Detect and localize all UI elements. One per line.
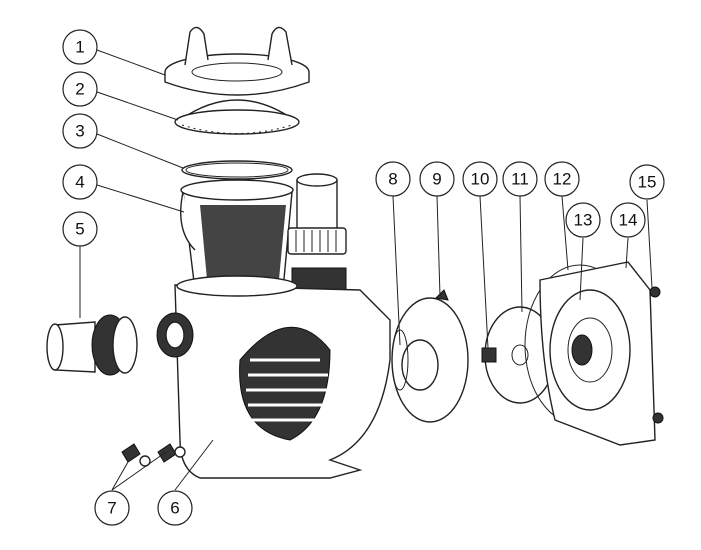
callout-label: 1 bbox=[75, 38, 84, 57]
callout-label: 14 bbox=[619, 211, 638, 230]
part-clear-dome bbox=[174, 99, 300, 135]
callout-12: 12 bbox=[544, 161, 580, 197]
leader-lines bbox=[79, 49, 653, 491]
callout-2: 2 bbox=[62, 71, 98, 107]
part-inlet-union bbox=[46, 314, 138, 376]
callout-label: 11 bbox=[511, 170, 529, 189]
part-o-ring bbox=[181, 160, 293, 180]
part-diffuser bbox=[391, 289, 469, 423]
part-lid bbox=[164, 26, 310, 96]
callout-label: 4 bbox=[75, 173, 84, 192]
part-outlet-union bbox=[287, 173, 347, 297]
callout-1: 1 bbox=[62, 29, 98, 65]
callout-label: 12 bbox=[553, 170, 572, 189]
callout-4: 4 bbox=[62, 164, 98, 200]
callout-14: 14 bbox=[610, 202, 646, 238]
part-pump-body bbox=[156, 275, 391, 479]
callout-8: 8 bbox=[375, 161, 411, 197]
callout-9: 9 bbox=[419, 161, 455, 197]
callout-6: 6 bbox=[157, 490, 193, 526]
callout-label: 13 bbox=[574, 211, 593, 230]
part-drain-plugs bbox=[121, 443, 186, 467]
callout-label: 15 bbox=[638, 173, 657, 192]
callout-label: 5 bbox=[75, 220, 84, 239]
callout-11: 11 bbox=[502, 161, 538, 197]
callout-7: 7 bbox=[94, 490, 130, 526]
part-seal-plate bbox=[524, 261, 664, 446]
callout-label: 7 bbox=[107, 499, 116, 518]
callout-label: 8 bbox=[388, 170, 397, 189]
callout-15: 15 bbox=[629, 164, 665, 200]
callout-label: 3 bbox=[75, 122, 84, 141]
callout-label: 6 bbox=[170, 499, 179, 518]
part-basket bbox=[180, 179, 294, 297]
callout-label: 9 bbox=[432, 170, 441, 189]
callout-13: 13 bbox=[565, 202, 601, 238]
callout-3: 3 bbox=[62, 113, 98, 149]
callout-label: 10 bbox=[471, 170, 490, 189]
callout-10: 10 bbox=[462, 161, 498, 197]
callout-5: 5 bbox=[62, 211, 98, 247]
callout-label: 2 bbox=[75, 80, 84, 99]
